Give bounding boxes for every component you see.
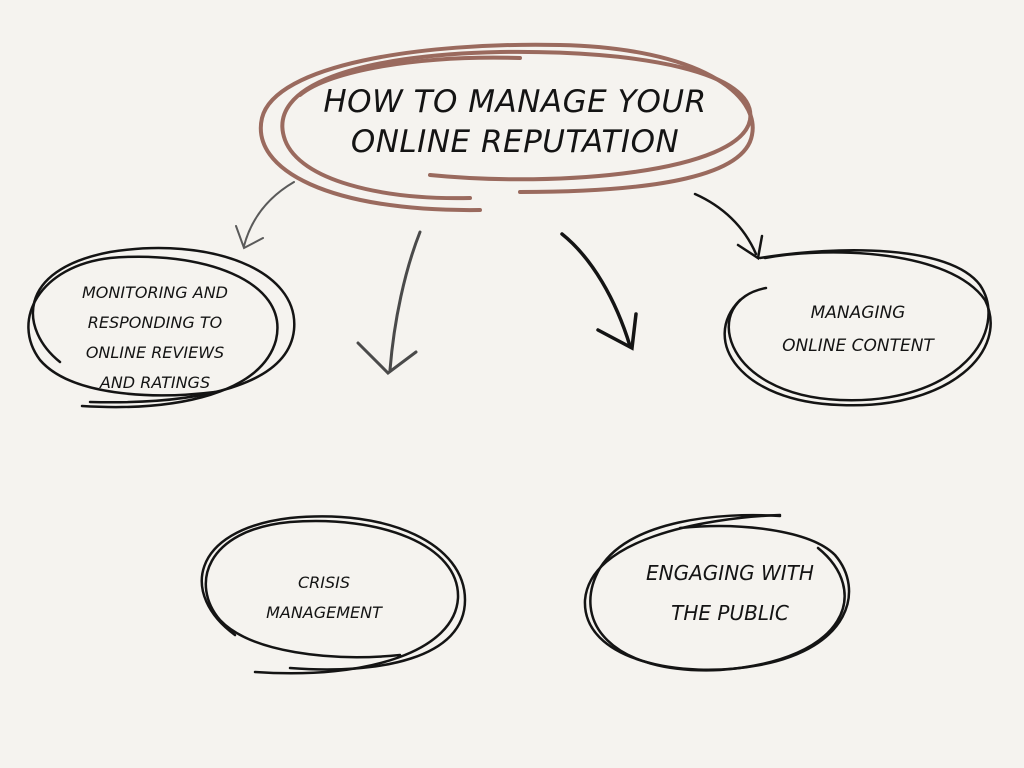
content-ring xyxy=(723,249,992,407)
node-managing-content: MANAGING ONLINE CONTENT xyxy=(748,297,968,363)
node-label-line: MONITORING AND xyxy=(82,283,228,302)
arrow-to-monitoring xyxy=(235,181,295,250)
node-label-line: MANAGING xyxy=(810,303,906,323)
page-title: HOW TO MANAGE YOUR ONLINE REPUTATION xyxy=(290,82,740,162)
title-line: HOW TO MANAGE YOUR xyxy=(323,84,707,120)
node-label-line: AND RATINGS xyxy=(99,373,211,392)
arrow-to-public xyxy=(560,232,638,351)
public-ring xyxy=(583,513,851,672)
monitoring-ring xyxy=(27,246,296,409)
crisis-ring xyxy=(200,515,467,675)
arrow-to-content xyxy=(693,192,764,261)
node-label-line: ENGAGING WITH xyxy=(646,561,814,585)
node-label-line: ONLINE REVIEWS xyxy=(85,343,225,362)
node-label-line: THE PUBLIC xyxy=(671,601,789,625)
node-crisis-management: CRISIS MANAGEMENT xyxy=(238,568,410,628)
node-label-line: MANAGEMENT xyxy=(266,603,382,622)
arrow-to-crisis xyxy=(356,230,422,375)
node-label-line: CRISIS xyxy=(297,573,351,592)
title-ring xyxy=(258,42,755,213)
title-line: ONLINE REPUTATION xyxy=(350,124,680,160)
node-label-line: RESPONDING TO xyxy=(87,313,223,332)
node-label-line: ONLINE CONTENT xyxy=(782,336,934,356)
node-engaging-public: ENGAGING WITH THE PUBLIC xyxy=(620,553,840,633)
node-monitoring: MONITORING AND RESPONDING TO ONLINE REVI… xyxy=(48,278,262,398)
